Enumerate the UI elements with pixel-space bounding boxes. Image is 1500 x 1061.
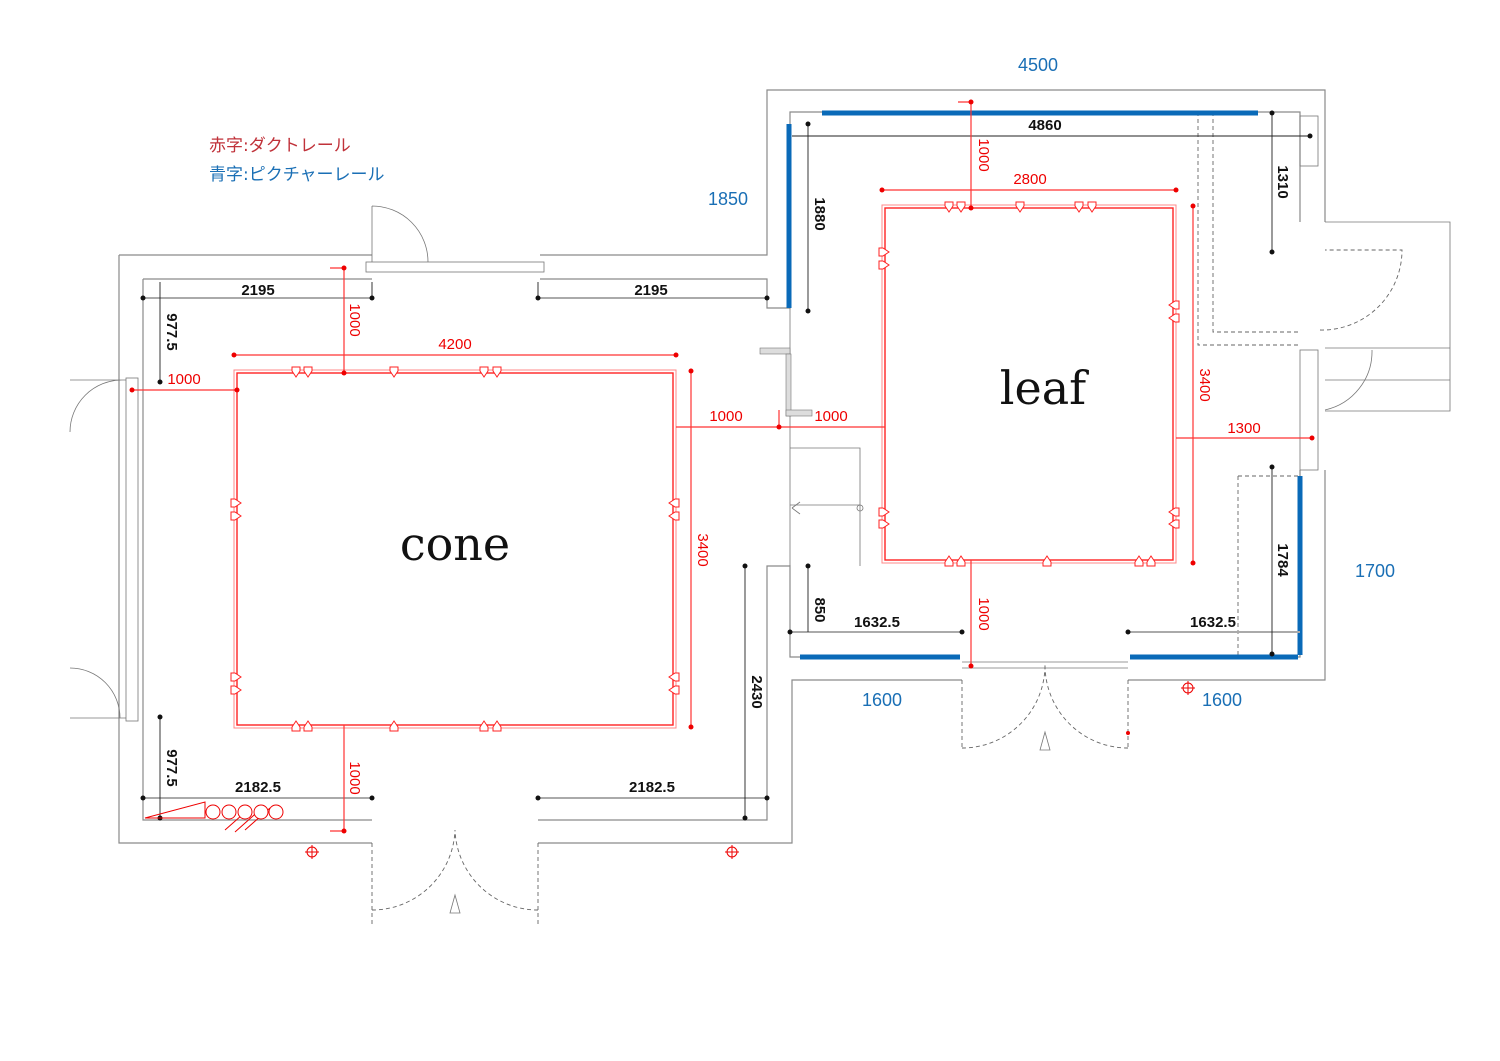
spotlight-icon (389, 720, 399, 732)
dim-cone-height: 3400 (694, 533, 711, 566)
dim-cone-width: 4200 (438, 336, 471, 353)
dim-leaf-right-offset: 1300 (1227, 420, 1260, 437)
spotlight-icon (230, 498, 242, 508)
dim-leaf-bottom-offset: 1000 (975, 597, 992, 630)
dim-cone-top-offset: 1000 (346, 303, 363, 336)
spotlight-icon (230, 511, 242, 521)
dim-overall-bottom-right: 1600 (1202, 690, 1242, 710)
doors (69, 205, 1403, 926)
spotlight-icon (668, 511, 680, 521)
spotlight-icon (1168, 300, 1180, 310)
spotlight-icon (303, 366, 313, 378)
dim-leaf-bottom-right: 1632.5 (1190, 614, 1236, 631)
spotlight-icon (492, 720, 502, 732)
spotlight-icon (230, 672, 242, 682)
legend-picture-rail: 青字:ピクチャーレール (209, 165, 385, 185)
room-name-leaf: leaf (1000, 361, 1089, 415)
dim-leaf-right-upper: 1310 (1274, 165, 1291, 198)
spotlight-icon (668, 685, 680, 695)
spotlight-icon (230, 685, 242, 695)
dim-leaf-bottom-left: 1632.5 (854, 614, 900, 631)
dim-cone-bottom-left: 2182.5 (235, 779, 281, 796)
spotlight-icon (1168, 313, 1180, 323)
dim-cone-left-offset: 1000 (167, 371, 200, 388)
dim-leaf-top: 4860 (1028, 117, 1061, 134)
dim-leaf-width: 2800 (1013, 171, 1046, 188)
dim-leaf-left: 1880 (811, 197, 828, 230)
dim-leaf-top-offset: 1000 (975, 138, 992, 171)
spotlight-icon (668, 498, 680, 508)
dim-cone-bottom-offset: 1000 (346, 761, 363, 794)
spotlight-icon (878, 260, 890, 270)
overall-dimensions: 4500 1850 1700 1600 1600 (708, 55, 1395, 710)
dim-leaf-left-offset: 1000 (814, 408, 847, 425)
dim-cone-top-right: 2195 (634, 282, 667, 299)
legend-duct-rail: 赤字:ダクトレール (209, 136, 351, 156)
duct-rails (230, 201, 1180, 732)
spotlight-icon (668, 672, 680, 682)
spotlight-icon (1015, 201, 1025, 213)
spotlight-icon (1134, 555, 1144, 567)
spotlight-icon (303, 720, 313, 732)
dim-overall-bottom-left: 1600 (862, 690, 902, 710)
dim-cone-top-left: 2195 (241, 282, 274, 299)
black-dimensions: 2195 2195 2182.5 2182.5 977.5 977.5 2430… (140, 110, 1313, 821)
spotlight-icon (1168, 507, 1180, 517)
spotlight-icon (878, 247, 890, 257)
dim-cone-bottom-right: 2182.5 (629, 779, 675, 796)
spotlight-icon (291, 720, 301, 732)
dim-leaf-right-lower: 1784 (1274, 543, 1291, 577)
dim-cone-left-upper: 977.5 (163, 313, 180, 351)
spotlight-icon (1087, 201, 1097, 213)
dim-leaf-height: 3400 (1196, 368, 1213, 401)
dim-cone-left-lower: 977.5 (163, 749, 180, 787)
spotlight-icon (479, 366, 489, 378)
dim-cone-right-offset: 1000 (709, 408, 742, 425)
dim-overall-right: 1700 (1355, 561, 1395, 581)
picture-rails (786, 110, 1303, 660)
spotlight-icon (1146, 555, 1156, 567)
spotlight-icon (291, 366, 301, 378)
spotlight-icon (1074, 201, 1084, 213)
spotlight-icon (492, 366, 502, 378)
walls (118, 89, 1451, 844)
spotlight-icon (1168, 519, 1180, 529)
dim-cone-right-lower: 2430 (748, 675, 765, 708)
spotlight-icon (878, 519, 890, 529)
spotlight-icon (479, 720, 489, 732)
spotlight-icon (956, 555, 966, 567)
red-dimensions: 1000 4200 1000 3400 1000 1000 1000 2800 … (129, 99, 1315, 859)
dim-overall-top: 4500 (1018, 55, 1058, 75)
spotlight-icon (944, 201, 954, 213)
spotlight-icon (944, 555, 954, 567)
room-name-cone: cone (400, 517, 510, 571)
spotlight-icon (1042, 555, 1052, 567)
spotlight-icon (956, 201, 966, 213)
dim-leaf-left-lower: 850 (811, 597, 828, 622)
dim-overall-left-upper: 1850 (708, 189, 748, 209)
spotlight-icon (878, 507, 890, 517)
spotlight-icon (389, 366, 399, 378)
